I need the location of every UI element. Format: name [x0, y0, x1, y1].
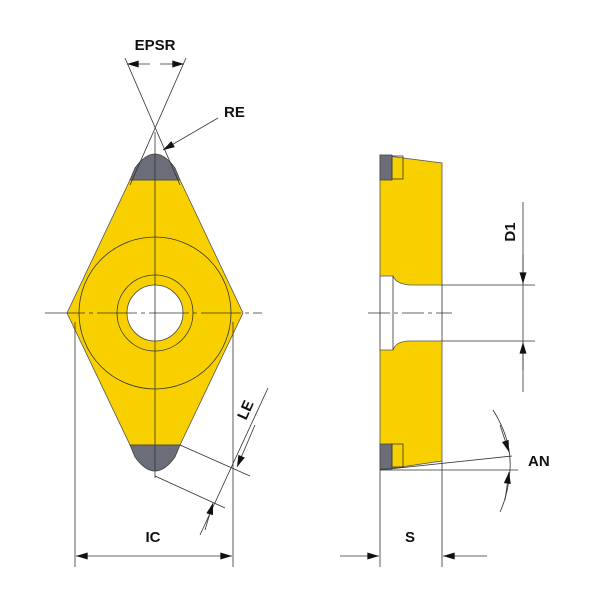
an-label: AN — [528, 453, 550, 470]
d1-label: D1 — [502, 222, 519, 241]
epsr-label: EPSR — [135, 37, 176, 54]
re-leader — [162, 117, 219, 151]
top-view: EPSR RE LE IC — [45, 37, 269, 567]
side-lower-body — [379, 340, 443, 471]
ic-label: IC — [146, 529, 161, 546]
s-label: S — [405, 529, 415, 546]
side-view: D1 AN S — [340, 154, 550, 567]
le-label: LE — [234, 398, 257, 422]
re-label: RE — [224, 104, 245, 121]
side-top-tip — [379, 154, 393, 181]
side-bottom-tip — [379, 443, 393, 470]
